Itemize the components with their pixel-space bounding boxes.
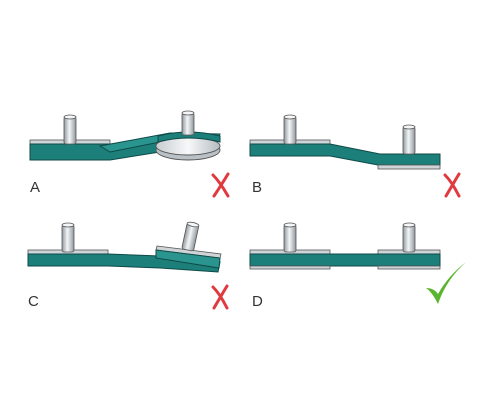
left-shaft: [61, 224, 75, 253]
cross-icon: [211, 284, 229, 310]
right-shaft: [181, 223, 199, 252]
panel-c: C: [27, 221, 229, 310]
cross-icon: [211, 172, 230, 198]
right-base-plate-bottom: [377, 265, 441, 270]
right-shaft-top: [402, 124, 416, 130]
right-shaft: [402, 224, 416, 253]
panel-label: B: [252, 179, 262, 196]
left-shaft-top: [283, 114, 297, 120]
left-shaft-top: [61, 222, 75, 228]
left-shaft-top: [63, 114, 77, 120]
right-shaft: [181, 112, 195, 136]
left-shaft-top: [283, 222, 297, 228]
right-shaft-top: [402, 222, 416, 228]
cross-icon: [443, 172, 461, 198]
belt: [249, 253, 441, 267]
panel-label: A: [30, 179, 40, 196]
panel-label: D: [252, 293, 263, 310]
left-shaft: [63, 116, 77, 145]
right-base-plate: [377, 164, 441, 170]
right-shaft-top: [186, 221, 200, 228]
left-shaft: [283, 116, 297, 145]
panel-b: B: [249, 114, 461, 198]
panel-a: A: [29, 110, 230, 198]
right-shaft-top: [181, 110, 195, 116]
panel-label: C: [28, 293, 39, 310]
right-shaft: [402, 126, 416, 155]
belt-tilted-section: [155, 249, 221, 269]
panel-d: D: [249, 222, 466, 310]
left-shaft: [283, 224, 297, 253]
left-base-plate-bottom: [249, 265, 331, 270]
belt-on-pulley: [157, 131, 221, 143]
check-icon: [426, 262, 466, 304]
